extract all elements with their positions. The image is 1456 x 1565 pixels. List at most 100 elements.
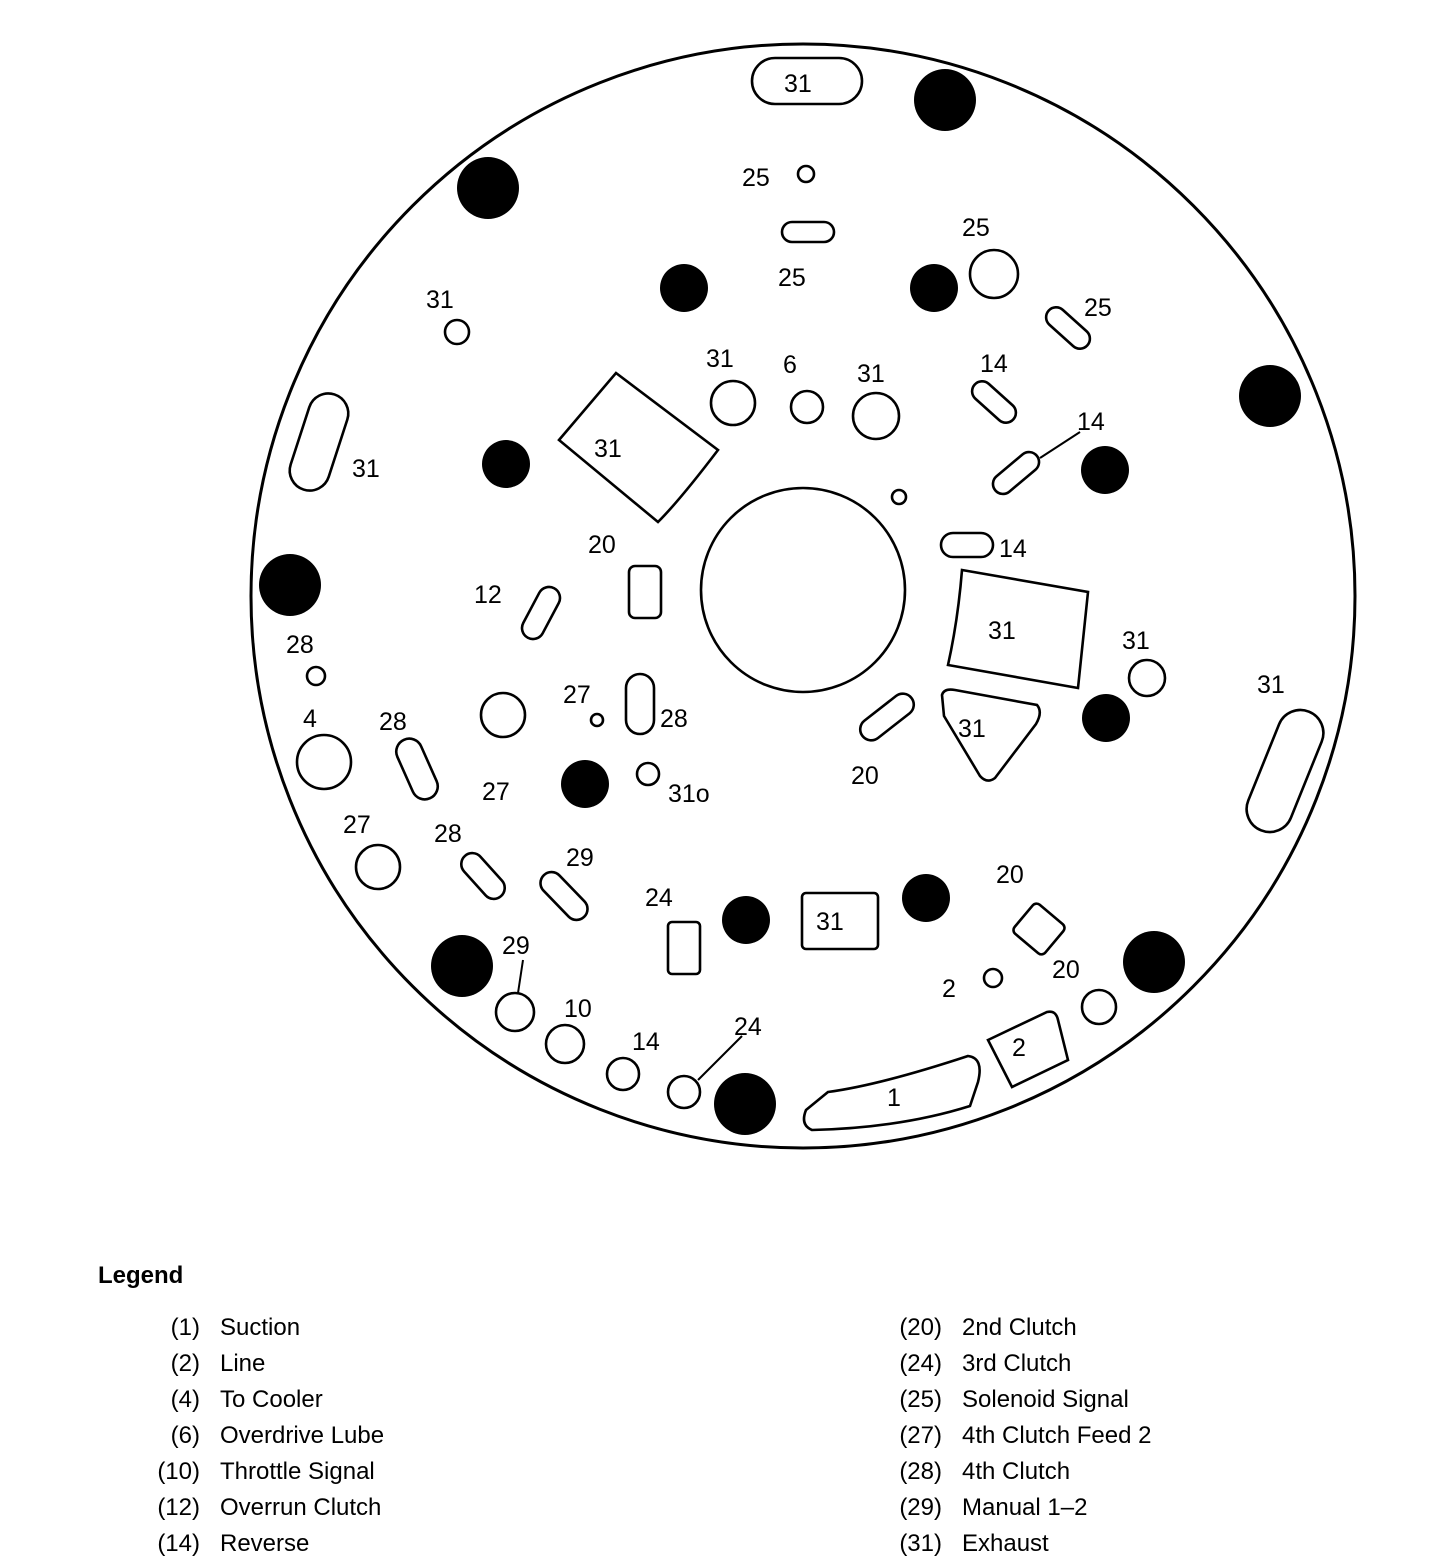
passage xyxy=(750,56,864,106)
bolt-hole xyxy=(714,1073,776,1135)
passage xyxy=(946,568,1090,690)
passage xyxy=(539,870,589,922)
passage-label: 28 xyxy=(434,820,462,848)
passage xyxy=(968,248,1020,300)
fluid-passages xyxy=(288,56,1325,1132)
passage-label: 25 xyxy=(778,264,806,292)
passage-label: 28 xyxy=(379,708,407,736)
passage xyxy=(851,391,901,441)
passage xyxy=(479,691,527,739)
passage-label: 31 xyxy=(1257,671,1285,699)
passage xyxy=(800,891,880,951)
legend-code: (4) xyxy=(170,1386,200,1413)
passage-label: 31 xyxy=(784,70,812,98)
passage xyxy=(288,392,350,492)
bolt-hole xyxy=(660,264,708,312)
legend-label: Reverse xyxy=(220,1530,310,1557)
legend-item: (24)3rd Clutch xyxy=(880,1349,1440,1385)
passage-label: 2 xyxy=(942,975,956,1003)
passage xyxy=(991,450,1041,496)
bolt-hole xyxy=(561,760,609,808)
legend-label: 4th Clutch xyxy=(962,1458,1071,1485)
passage-label: 20 xyxy=(1052,956,1080,984)
legend-code: (29) xyxy=(899,1494,942,1521)
passage xyxy=(1127,658,1167,698)
passage-label: 25 xyxy=(742,164,770,192)
passage xyxy=(789,389,825,425)
bolt-hole xyxy=(457,157,519,219)
passage xyxy=(459,851,507,901)
legend-label: Overdrive Lube xyxy=(220,1422,385,1449)
passage xyxy=(802,1054,981,1132)
passage-label: 12 xyxy=(474,581,502,609)
passage xyxy=(796,164,816,184)
passage-label: 14 xyxy=(632,1028,660,1056)
legend-label: 2nd Clutch xyxy=(962,1314,1077,1341)
bolt-hole xyxy=(722,896,770,944)
passage-labels: 31 25 25 25 25 31 31 6 31 14 14 31 31 20… xyxy=(286,70,1285,1112)
passage xyxy=(305,665,327,687)
legend-item: (4)To Cooler xyxy=(140,1385,740,1421)
legend-code: (14) xyxy=(157,1530,200,1557)
passage xyxy=(494,991,536,1033)
legend-item: (2)Line xyxy=(140,1349,740,1385)
passage-label: 6 xyxy=(783,351,797,379)
passage-label: 31 xyxy=(706,345,734,373)
passage-label: 27 xyxy=(482,778,510,806)
passage-label: 20 xyxy=(588,531,616,559)
bolt-holes xyxy=(259,69,1301,1135)
bolt-hole xyxy=(431,935,493,997)
passage xyxy=(605,1056,641,1092)
legend-right-column: (20) 2nd Clutch (24)3rd Clutch (25)Soleno… xyxy=(880,1313,1440,1565)
legend-label: Line xyxy=(220,1350,266,1377)
passage-label: 25 xyxy=(962,214,990,242)
legend-code: (27) xyxy=(899,1422,942,1449)
passage xyxy=(858,692,916,742)
passage xyxy=(443,318,471,346)
passage-label: 14 xyxy=(999,535,1027,563)
passage xyxy=(709,379,757,427)
legend-code: (31) xyxy=(899,1530,942,1557)
passage xyxy=(394,737,440,801)
legend-item: (6) Overdrive Lube xyxy=(140,1421,740,1457)
legend-code: (28) xyxy=(899,1458,942,1485)
legend-code: (24) xyxy=(899,1350,942,1377)
legend-item: (31) Exhaust xyxy=(880,1529,1440,1565)
bolt-hole xyxy=(259,554,321,616)
passage-label: 10 xyxy=(564,995,592,1023)
passage xyxy=(354,843,402,891)
legend-code: (6) xyxy=(170,1422,200,1449)
passage-label: 24 xyxy=(645,884,673,912)
passage xyxy=(986,1010,1070,1089)
legend-item: (28) 4th Clutch xyxy=(880,1457,1440,1493)
legend-item: (25)Solenoid Signal xyxy=(880,1385,1440,1421)
leader-line xyxy=(697,1035,743,1081)
legend-title: Legend xyxy=(98,1262,184,1289)
passage xyxy=(1080,988,1118,1026)
legend-item: (29)Manual 1–2 xyxy=(880,1493,1440,1529)
legend-code: (20) xyxy=(899,1314,942,1341)
passage-label: 31 xyxy=(857,360,885,388)
legend-label: Suction xyxy=(220,1314,301,1341)
passage xyxy=(1012,902,1066,956)
passage-label: 4 xyxy=(303,705,317,733)
passage-label: 24 xyxy=(734,1013,762,1041)
passage-label: 20 xyxy=(996,861,1024,889)
passage xyxy=(1245,708,1325,834)
legend-label: Exhaust xyxy=(962,1530,1049,1557)
passage xyxy=(627,564,663,620)
passage-label: 29 xyxy=(502,932,530,960)
passage-label: 31 xyxy=(594,435,622,463)
legend-code: (12) xyxy=(157,1494,200,1521)
leader-line xyxy=(517,959,524,994)
legend-label: Solenoid Signal xyxy=(962,1386,1129,1413)
bolt-hole xyxy=(1123,931,1185,993)
passage xyxy=(557,371,720,524)
bolt-hole xyxy=(1082,694,1130,742)
bolt-hole xyxy=(914,69,976,131)
legend-item: (20) 2nd Clutch xyxy=(880,1313,1440,1349)
legend-item: (14) Reverse xyxy=(140,1529,740,1565)
passage xyxy=(970,379,1018,425)
passage xyxy=(940,688,1042,782)
passage-label: 31 xyxy=(426,286,454,314)
